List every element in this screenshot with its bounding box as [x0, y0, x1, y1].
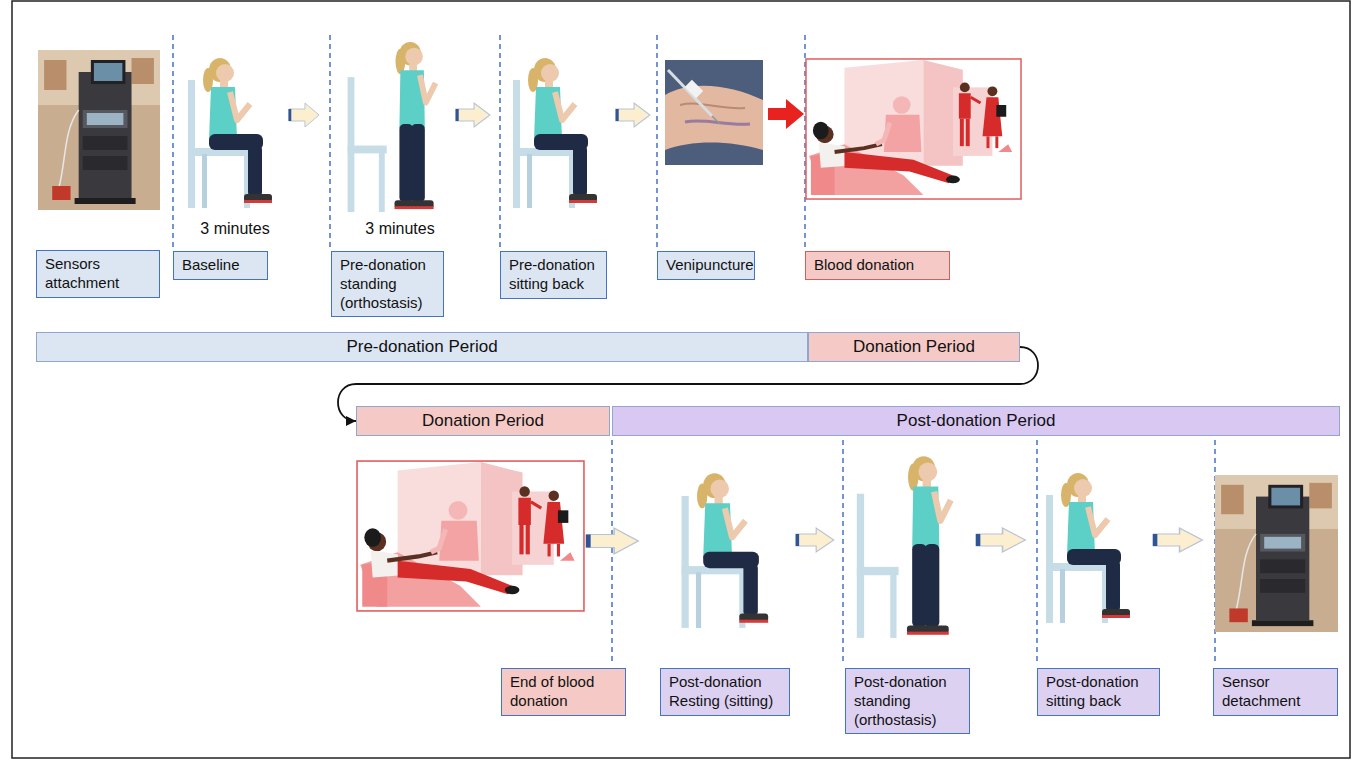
step-arrow	[456, 103, 490, 127]
duration-label: 3 minutes	[345, 220, 455, 238]
period-bar: Post-donation Period	[612, 406, 1340, 436]
red-arrow	[768, 99, 804, 129]
duration-label: 3 minutes	[185, 220, 285, 238]
period-bar: Pre-donation Period	[36, 332, 808, 362]
step-box: End of blood donation	[501, 668, 626, 716]
standing-figure	[857, 456, 951, 638]
box-text: Pre-donation sitting back	[509, 256, 598, 294]
step-box: Post-donation standing (orthostasis)	[845, 668, 970, 734]
donation-illustration	[357, 461, 584, 611]
box-text: Sensor detachment	[1222, 673, 1329, 711]
equipment-photo	[38, 50, 160, 210]
step-box: Venipuncture	[657, 251, 755, 280]
step-box: Post-donation sitting back	[1037, 668, 1160, 716]
equipment-photo	[1215, 475, 1338, 632]
step-arrow	[616, 103, 650, 127]
step-box: Post-donation Resting (sitting)	[660, 668, 790, 716]
standing-figure	[348, 42, 436, 212]
step-box: Baseline	[173, 251, 268, 280]
box-text: Baseline	[182, 256, 259, 275]
step-arrow	[587, 528, 639, 554]
box-text: Blood donation	[814, 256, 941, 275]
step-arrow	[289, 103, 319, 127]
step-box: Pre-donation sitting back	[500, 251, 607, 299]
donation-illustration	[806, 59, 1021, 199]
sitting-figure	[1046, 473, 1130, 623]
box-text: End of blood donation	[510, 673, 617, 711]
box-text: Post-donation Resting (sitting)	[669, 673, 781, 711]
sitting-figure	[513, 58, 597, 208]
sitting-figure	[682, 473, 769, 628]
box-text: Post-donation standing (orthostasis)	[854, 673, 961, 729]
step-box: Blood donation	[805, 251, 950, 280]
box-text: Pre-donation standing (orthostasis)	[340, 256, 435, 312]
venipuncture-photo	[665, 60, 763, 165]
step-box: Pre-donation standing (orthostasis)	[331, 251, 444, 317]
box-text: Sensors attachment	[45, 255, 151, 293]
sitting-figure	[188, 58, 272, 208]
step-box: Sensor detachment	[1213, 668, 1338, 716]
box-text: Donation Period	[422, 410, 544, 431]
step-box: Sensors attachment	[36, 250, 160, 298]
step-arrow	[796, 528, 834, 552]
step-arrow	[1154, 528, 1203, 552]
step-arrow	[977, 528, 1026, 552]
box-text: Pre-donation Period	[346, 336, 497, 357]
box-text: Venipuncture	[666, 256, 746, 275]
box-text: Post-donation sitting back	[1046, 673, 1151, 711]
frame	[12, 1, 1350, 758]
period-bar: Donation Period	[808, 332, 1020, 362]
box-text: Donation Period	[853, 336, 975, 357]
box-text: Post-donation Period	[897, 410, 1056, 431]
period-bar: Donation Period	[356, 406, 610, 436]
